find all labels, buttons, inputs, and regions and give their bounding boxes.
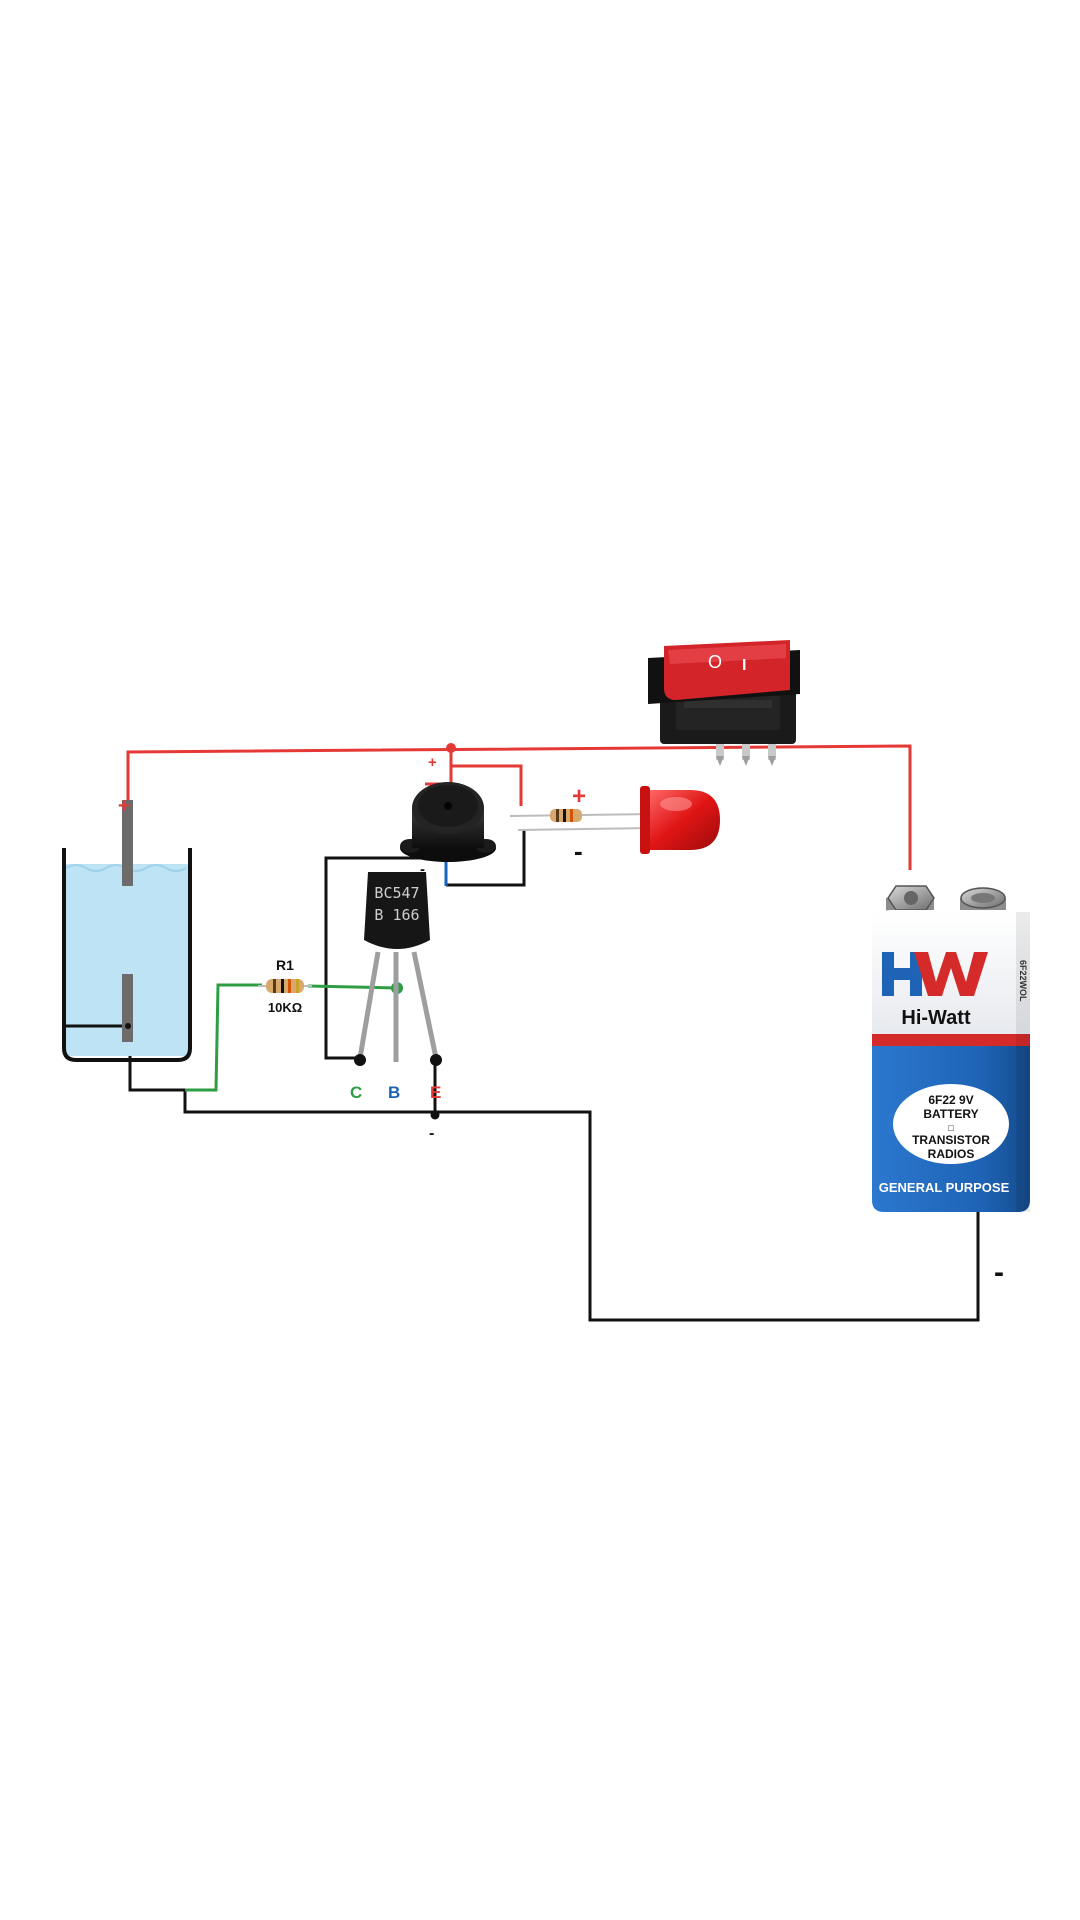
led-plus-mark: + — [572, 783, 586, 810]
battery-type-line: 6F22 9V — [928, 1093, 973, 1107]
wire-ground-main — [128, 1050, 980, 1322]
buzzer-icon — [400, 782, 496, 862]
buzzer-plus-mark: + — [428, 754, 437, 771]
rocker-switch-icon — [648, 640, 800, 766]
battery-side-text: 6F22WOL — [1018, 960, 1028, 1002]
switch-on-mark: I — [742, 657, 746, 674]
water-tank-icon: + — [62, 795, 192, 1062]
battery-brand: Hi-Watt — [901, 1007, 971, 1029]
transistor-marking-2: B 166 — [374, 906, 419, 924]
junction-dot-ground — [430, 1110, 440, 1120]
battery-9v-icon: HW Hi-Watt 6F22 9V BATTERY □ TRANSISTOR … — [872, 885, 1030, 1212]
battery-line-4: TRANSISTOR — [912, 1133, 990, 1147]
wire-buzzer-to-collector — [324, 856, 430, 1060]
pin-dot-collector — [354, 1054, 366, 1066]
transistor-icon: BC547 B 166 — [357, 872, 439, 1062]
resistor-label: R1 — [276, 957, 294, 973]
pin-label-b: B — [388, 1083, 400, 1102]
battery-line-5: RADIOS — [928, 1147, 975, 1161]
wire-led-feed — [451, 764, 523, 806]
pin-dot-emitter — [430, 1054, 442, 1066]
switch-off-mark: O — [708, 652, 722, 672]
probe-plus-mark: + — [118, 795, 130, 817]
resistor-icon — [258, 979, 312, 993]
wire-led-return — [446, 830, 526, 887]
probe-icon — [122, 974, 133, 1042]
battery-line-3: □ — [948, 1123, 954, 1133]
probe-icon — [122, 800, 133, 886]
buzzer-minus-mark: - — [420, 861, 425, 878]
resistor-value: 10KΩ — [268, 1000, 302, 1015]
led-icon — [509, 786, 720, 854]
wire-positive-rail — [126, 744, 912, 870]
battery-minus-mark: - — [994, 1256, 1004, 1289]
ground-minus-mark: - — [429, 1125, 434, 1142]
wire-base — [185, 983, 262, 1092]
battery-bottom-text: GENERAL PURPOSE — [879, 1180, 1010, 1195]
battery-line-2: BATTERY — [923, 1107, 978, 1121]
led-minus-mark: - — [574, 836, 583, 866]
junction-dot-positive — [446, 743, 456, 753]
pin-label-e: E — [430, 1083, 441, 1102]
transistor-marking-1: BC547 — [374, 884, 419, 902]
pin-label-c: C — [350, 1083, 362, 1102]
wire-base-to-resistor — [307, 984, 397, 990]
